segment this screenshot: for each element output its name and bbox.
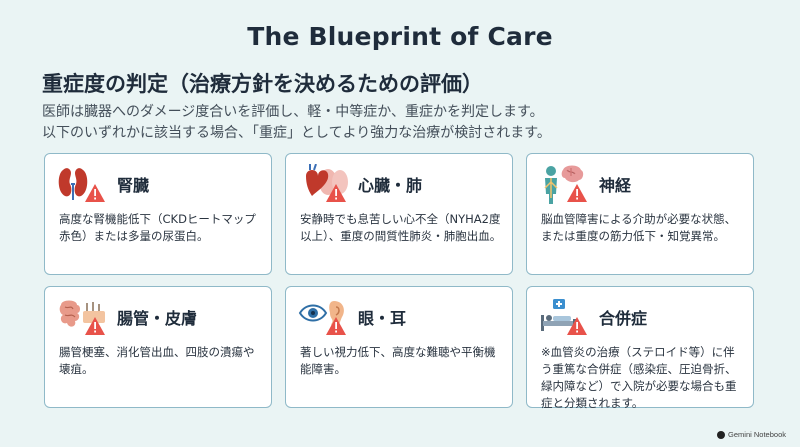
card-title-eye-ear: 眼・耳 <box>358 309 407 328</box>
kidney-icon <box>57 164 109 204</box>
card-body-nerve: 脳血管障害による介助が必要な状態、または重度の筋力低下・知覚異常。 <box>541 212 737 243</box>
card-body-complications: ※血管炎の治療（ステロイド等）に伴う重篤な合併症（感染症、圧迫骨折、緑内障など）… <box>541 345 737 410</box>
page-title: The Blueprint of Care <box>247 22 553 51</box>
card-eye-ear: 眼・耳 著しい視力低下、高度な難聴や平衡機能障害。 <box>285 286 513 408</box>
card-nerve: 神経 脳血管障害による介助が必要な状態、または重度の筋力低下・知覚異常。 <box>526 153 754 275</box>
card-body-heart-lung: 安静時でも息苦しい心不全（NYHA2度以上）、重度の間質性肺炎・肺胞出血。 <box>300 212 502 243</box>
intro-line-2: 以下のいずれかに該当する場合、「重症」としてより強力な治療が検討されます。 <box>42 125 551 141</box>
card-title-heart-lung: 心臓・肺 <box>358 176 423 195</box>
card-body-intestine-skin: 腸管梗塞、消化管出血、四肢の潰瘍や壊疽。 <box>59 345 255 376</box>
card-body-kidney: 高度な腎機能低下（CKDヒートマップ赤色）または多量の尿蛋白。 <box>59 212 256 243</box>
card-title-complications: 合併症 <box>599 309 648 328</box>
footer-watermark: Gemini Notebook <box>717 430 786 439</box>
card-title-kidney: 腎臓 <box>117 176 150 195</box>
intro-line-1: 医師は臓器へのダメージ度合いを評価し、軽・中等症か、重症かを判定します。 <box>42 104 544 120</box>
brain-nerve-icon <box>539 164 591 204</box>
notebook-logo-icon <box>717 430 726 439</box>
section-heading: 重症度の判定（治療方針を決めるための評価） <box>42 72 483 96</box>
eye-ear-icon <box>298 297 350 337</box>
intro-text: 医師は臓器へのダメージ度合いを評価し、軽・中等症か、重症かを判定します。 以下の… <box>42 102 782 144</box>
card-intestine-skin: 腸管・皮膚 腸管梗塞、消化管出血、四肢の潰瘍や壊疽。 <box>44 286 272 408</box>
hospital-bed-icon <box>539 297 591 337</box>
footer-label: Gemini Notebook <box>728 430 786 439</box>
card-complications: 合併症 ※血管炎の治療（ステロイド等）に伴う重篤な合併症（感染症、圧迫骨折、緑内… <box>526 286 754 410</box>
heart-lung-icon <box>298 164 350 204</box>
card-title-nerve: 神経 <box>599 176 632 195</box>
card-body-eye-ear: 著しい視力低下、高度な難聴や平衡機能障害。 <box>300 345 496 376</box>
card-title-intestine-skin: 腸管・皮膚 <box>117 309 198 328</box>
card-heart-lung: 心臓・肺 安静時でも息苦しい心不全（NYHA2度以上）、重度の間質性肺炎・肺胞出… <box>285 153 513 275</box>
intestine-skin-icon <box>57 297 109 337</box>
card-kidney: 腎臓 高度な腎機能低下（CKDヒートマップ赤色）または多量の尿蛋白。 <box>44 153 272 275</box>
